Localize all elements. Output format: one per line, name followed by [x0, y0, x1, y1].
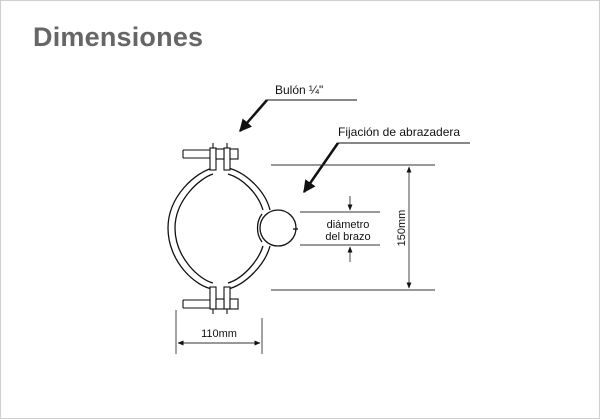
bottom-bolt: [182, 286, 239, 314]
width-dimension: [175, 310, 263, 354]
top-bolt: [182, 143, 239, 171]
clamp-fixing-callout: Fijación de abrazadera: [302, 125, 470, 194]
height-label: 150mm: [396, 210, 408, 247]
width-label: 110mm: [201, 328, 237, 340]
bolt-label: Bulón ¼": [275, 83, 323, 97]
arm-diameter-dimension: [300, 196, 380, 262]
arm-tube: [256, 209, 298, 247]
height-dimension: [271, 164, 435, 291]
clamp-fixing-label: Fijación de abrazadera: [338, 125, 460, 139]
page-title: Dimensiones: [33, 22, 204, 52]
bolt-callout: Bulón ¼": [239, 83, 357, 132]
clamp-ring: [167, 167, 271, 290]
arm-diameter-label-line1: diámetro: [327, 219, 370, 231]
arm-diameter-label-line2: del brazo: [325, 231, 370, 243]
